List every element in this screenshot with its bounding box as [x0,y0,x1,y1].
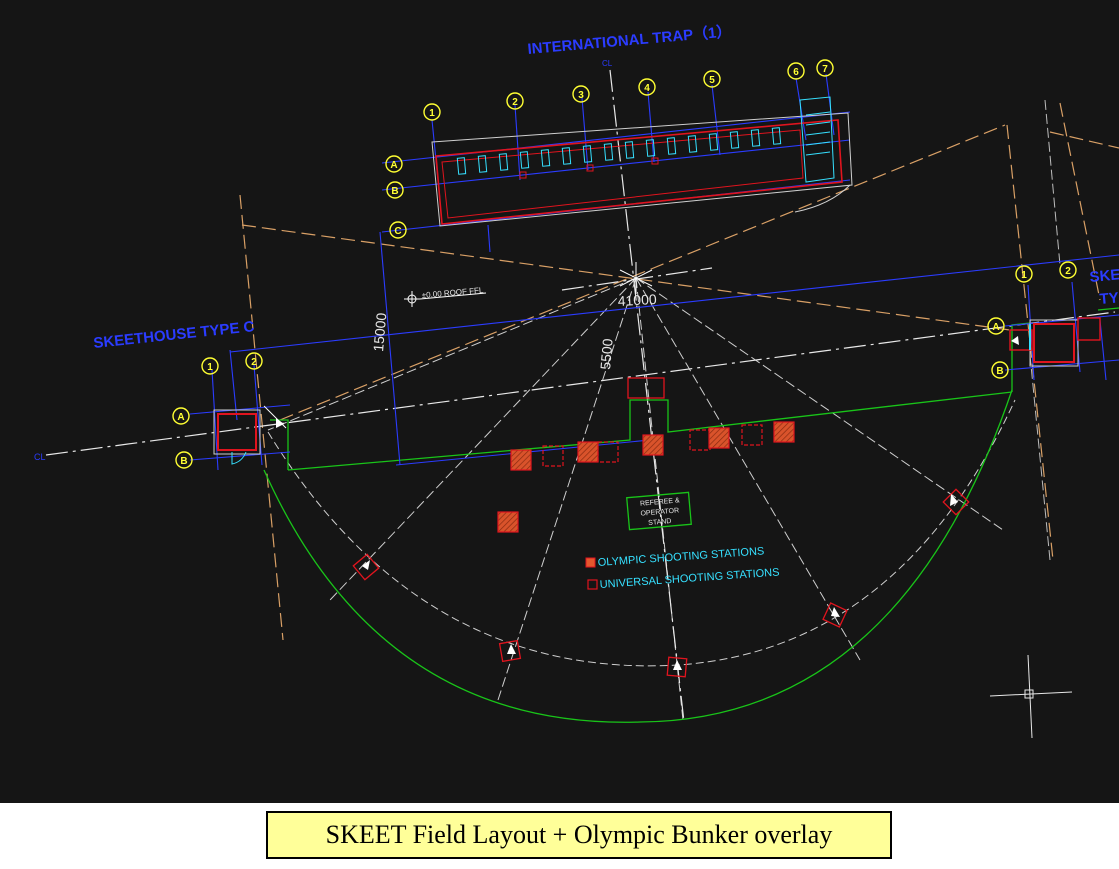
trap-stair [799,96,835,183]
trap-bubble-C: C [394,226,401,237]
left-house-bubble-A: A [177,412,184,423]
legend-universal-label: UNIVERSAL SHOOTING STATIONS [599,566,780,591]
referee-line-1: REFEREE & [640,497,680,507]
focal-point-crosshair [619,262,653,294]
center-stand [627,377,665,399]
referee-line-2: OPERATOR [640,507,679,517]
referee-stand-label: REFEREE & OPERATOR STAND [640,497,680,527]
universal-station [689,429,711,451]
blue-grid-lines [189,73,1119,471]
trap-bubble-5: 5 [709,75,715,86]
range-boundary-lines [239,102,1119,641]
right-house-bubble-2: 2 [1065,266,1071,277]
trap-grid-bubbles [172,59,1077,469]
trap-columns [519,157,659,179]
grid-bubble-labels: 1 2 3 4 5 6 7 A B C 1 2 A B 1 2 A B [177,64,1071,467]
right-house-bubble-A: A [992,322,999,333]
field-rays [267,277,1004,721]
trap-bubble-7: 7 [822,64,828,75]
right-house-bubble-B: B [996,366,1003,377]
arc-station-markers [352,488,970,678]
shooting-stations [497,421,795,533]
olympic-station [497,511,519,533]
legend-olympic-swatch [585,557,596,568]
trap-bubble-1: 1 [429,108,435,119]
trap-house [431,96,853,227]
referee-stand [626,491,692,531]
arc-station-arrows [276,336,1019,670]
legend-universal-swatch [587,579,598,590]
dimension-41000: 41000 [617,291,657,309]
trap-bubble-B: B [391,186,398,197]
cursor-crosshair-icon [989,654,1073,739]
centerline-left-label: CL [34,452,46,462]
legend-olympic-label: OLYMPIC SHOOTING STATIONS [597,545,764,569]
olympic-station [642,434,664,456]
roof-level-marker [404,291,487,307]
left-house-bubble-2: 2 [251,357,257,368]
skeethouse-left-title: SKEETHOUSE TYPE C [93,318,256,352]
skeethouse-right-title-1: SKE [1089,266,1119,286]
dimension-15000: 15000 [370,312,389,352]
referee-line-3: STAND [648,518,672,527]
dimension-5500: 5500 [597,338,616,371]
trap-machines [456,127,782,175]
universal-station [597,441,619,463]
center-lines [45,69,1116,723]
olympic-station [708,427,730,449]
trap-bubble-6: 6 [793,67,799,78]
trap-bubble-A: A [390,160,397,171]
roof-ffl-label: ±0.00 ROOF FFL [421,286,484,300]
cad-canvas: 1 2 3 4 5 6 7 A B C 1 2 A B 1 2 A B INTE… [34,22,1119,739]
universal-station [542,445,564,467]
skeethouse-right-title-2: TY [1099,289,1119,308]
station-arc [267,399,1016,667]
centerline-top-label: CL [602,59,613,68]
olympic-station [577,441,599,463]
left-house-bubble-1: 1 [207,362,213,373]
right-skeet-house [1009,317,1101,367]
figure-caption: SKEET Field Layout + Olympic Bunker over… [266,811,892,859]
cad-drawing: 1 2 3 4 5 6 7 A B C 1 2 A B 1 2 A B INTE… [0,0,1119,803]
trap-bubble-4: 4 [644,83,650,94]
right-range-verticals [1029,99,1061,561]
left-house-bubble-B: B [180,456,187,467]
universal-station [741,424,763,446]
olympic-station [773,421,795,443]
trap-bubble-3: 3 [578,90,584,101]
international-trap-title: INTERNATIONAL TRAP（1） [527,22,732,58]
olympic-station [510,449,532,471]
trap-bubble-2: 2 [512,97,518,108]
right-house-bubble-1: 1 [1021,270,1027,281]
